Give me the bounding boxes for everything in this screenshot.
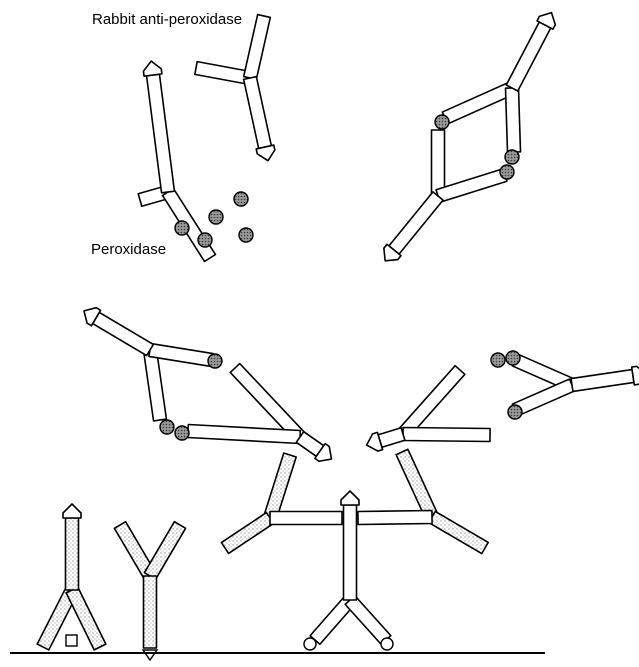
peroxidase-molecule <box>198 233 212 247</box>
pap-antibody <box>84 308 213 421</box>
primary-antibody <box>37 504 106 650</box>
link-antibody <box>221 449 488 650</box>
antibody-stem <box>378 428 405 447</box>
peroxidase-molecule <box>491 353 505 367</box>
antibody-arm <box>144 522 185 580</box>
link-stem <box>396 449 438 519</box>
pap-antibody <box>384 130 507 261</box>
antibody-arm <box>506 88 521 152</box>
link-arm <box>221 513 273 554</box>
peroxidase-molecule <box>160 420 174 434</box>
peroxidase-molecule <box>500 165 514 179</box>
antibody-stem <box>93 312 154 355</box>
peroxidase-molecule <box>175 426 189 440</box>
antibody-arm <box>403 428 490 442</box>
anti-peroxidase-antibody <box>195 15 275 161</box>
free-antibodies <box>138 15 275 262</box>
antibody-arm <box>244 15 271 80</box>
antigen-circle <box>304 638 316 650</box>
peroxidase-molecule <box>505 150 519 164</box>
antibody-stem <box>506 22 551 91</box>
peroxidase-molecule <box>209 210 223 224</box>
peroxidase-molecule <box>239 228 253 242</box>
rabbit-anti-peroxidase-label: Rabbit anti-peroxidase <box>92 11 242 28</box>
antibody-arm <box>144 349 167 421</box>
antibody-fc-tip <box>143 61 161 76</box>
antigen-square <box>66 635 77 646</box>
antibody-stem <box>147 74 175 193</box>
antibody-stem <box>389 192 443 254</box>
antibody-arm <box>195 62 251 85</box>
peroxidase-molecule <box>234 192 248 206</box>
pap-complex-top <box>384 13 555 261</box>
pap-complex-right <box>367 351 639 451</box>
pap-antibody <box>188 364 332 462</box>
link-stem <box>264 453 296 520</box>
antibody-stem <box>66 518 79 590</box>
pap-complex-left <box>84 308 332 462</box>
antibody-arm <box>436 169 507 202</box>
antibody-fc-tip <box>341 491 359 505</box>
antibody-stem <box>571 370 634 392</box>
peroxidase-label: Peroxidase <box>91 241 166 258</box>
antigen-circle <box>381 638 393 650</box>
link-hinge <box>270 512 342 525</box>
antibody-stem <box>244 77 272 149</box>
peroxidase-molecule <box>435 115 449 129</box>
link-hinge <box>358 511 432 525</box>
pap-antibody <box>442 13 555 153</box>
antigen-triangle <box>143 650 157 660</box>
peroxidase-molecule <box>208 354 222 368</box>
pap-antibody <box>367 366 490 451</box>
peroxidase-molecule <box>175 221 189 235</box>
antibody-arm <box>432 130 445 196</box>
pap-antibody <box>512 354 639 416</box>
primary-antibody <box>114 522 185 648</box>
link-arm <box>429 511 489 553</box>
peroxidase-molecule <box>508 405 522 419</box>
peroxidase-molecule <box>506 351 520 365</box>
antibody-stem <box>344 505 357 600</box>
antibody-fc-tip <box>63 504 81 518</box>
antibody-arm <box>442 82 514 124</box>
antibody-stem <box>144 576 157 648</box>
primary-antibodies <box>37 504 185 660</box>
antibody-arm <box>345 596 391 645</box>
